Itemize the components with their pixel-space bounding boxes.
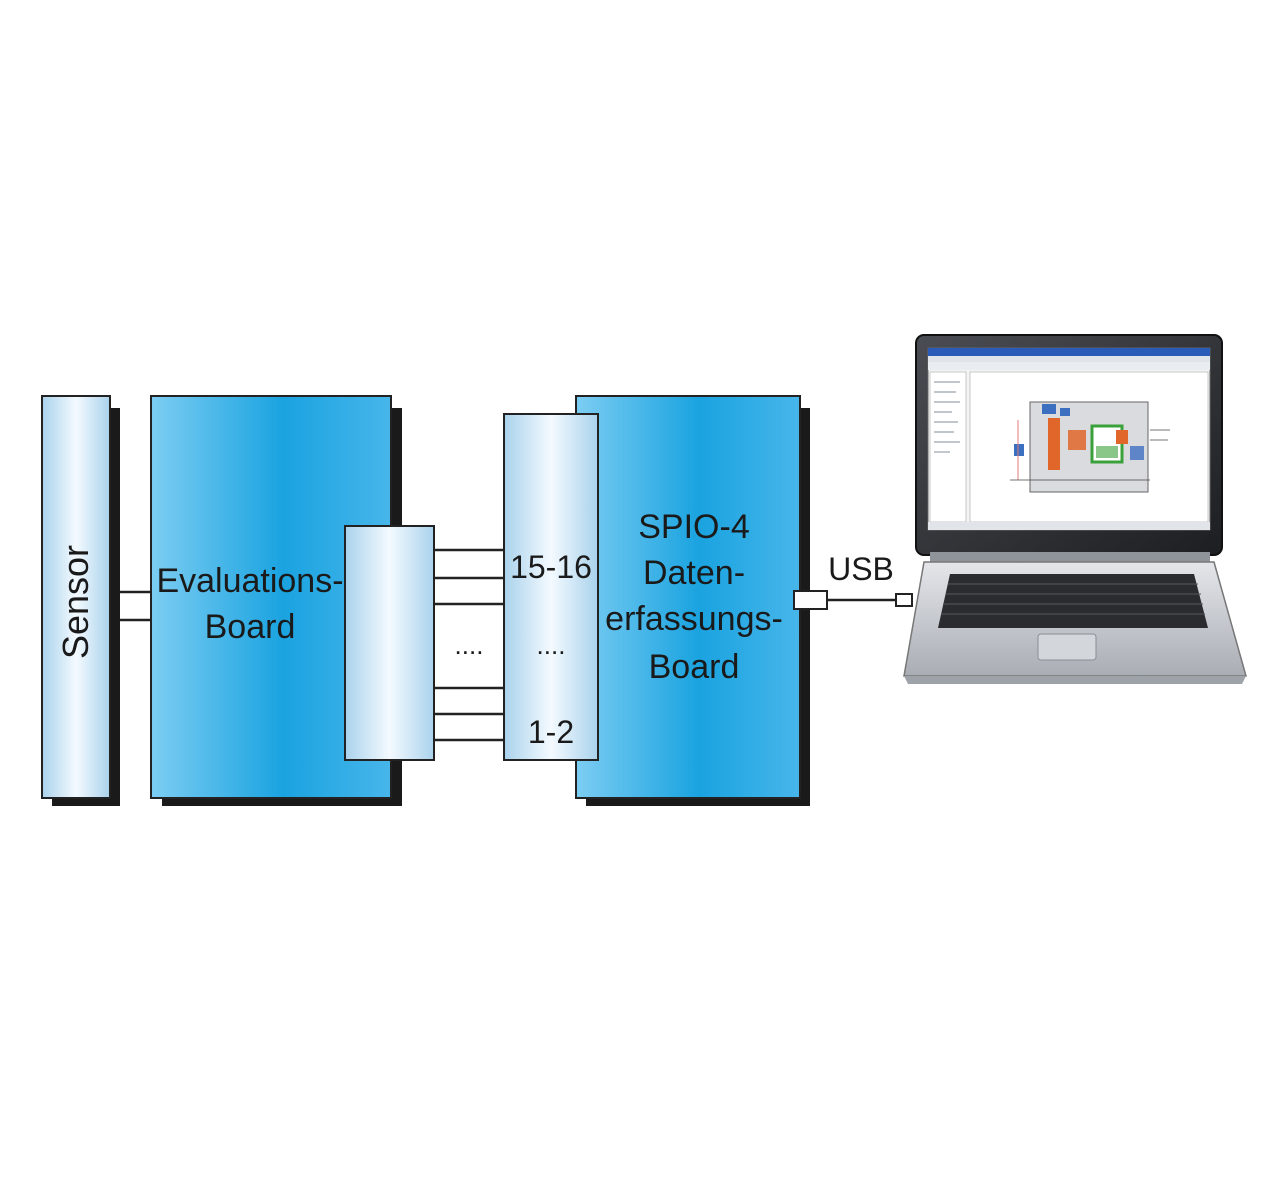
evaluation-board-label-line1: Evaluations- [156,562,343,600]
laptop-keys [941,583,1205,615]
laptop-keyboard [938,574,1208,628]
pin-header-bottom-label: 1-2 [528,714,574,750]
laptop-icon [903,334,1247,684]
daq-board-label-line2: Daten- [643,554,745,592]
screen-status-bar [928,522,1210,530]
daq-board-box [575,395,801,799]
usb-port-daq [793,590,828,610]
daq-pin-header: 15-16 .... 1-2 [503,413,599,761]
sensor-box [41,395,111,799]
evaluation-board-label-line2: Board [205,608,296,646]
screen-left-panel-lines [934,381,960,453]
screen-left-panel [929,371,967,523]
screen-schematic [1010,401,1170,493]
screen-title-bar [928,348,1210,356]
usb-connection: USB [793,551,913,610]
screen-toolbar [928,362,1210,370]
sensor-wires [120,590,151,622]
usb-label: USB [828,551,894,587]
daq-board-label-line1: SPIO-4 [638,508,749,546]
sensor-label: Sensor [55,545,96,659]
usb-port-laptop [895,593,913,607]
pin-header-top-label: 15-16 [510,549,592,585]
daq-board-label-line4: Board [649,648,740,686]
daq-pin-header-box [503,413,599,761]
sensor-block: Sensor [41,395,120,806]
laptop-touchpad [1037,633,1097,661]
ribbon-wires [434,548,504,742]
screen-menu-bar [928,356,1210,362]
pin-header-middle-label: .... [537,630,566,660]
daq-board-block: SPIO-4 Daten- erfassungs- Board [575,395,810,806]
evaluation-board-connector [344,525,435,761]
ribbon-wires-ellipsis: .... [455,630,484,660]
daq-board-label-line3: erfassungs- [605,600,783,638]
laptop-front-edge [904,676,1246,684]
laptop-hinge [930,552,1210,564]
